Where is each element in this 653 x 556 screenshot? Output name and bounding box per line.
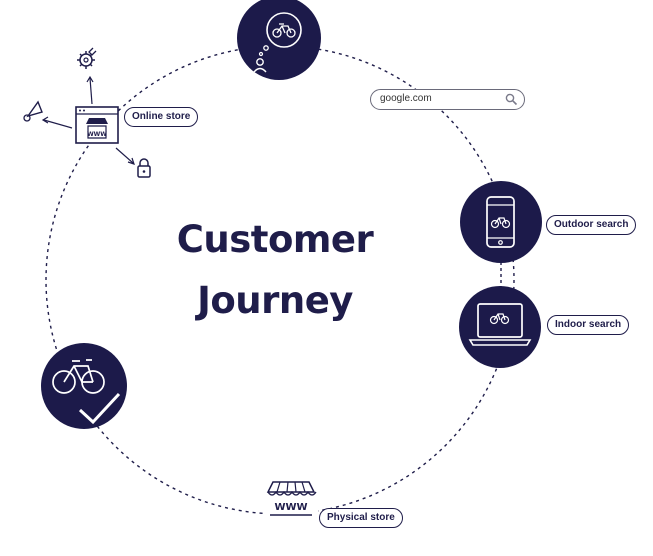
mobile-bike-icon [460, 181, 542, 263]
storefront-sign: WWW [274, 502, 307, 513]
search-query-text: google.com [380, 93, 432, 104]
bike-thought-icon [237, 0, 321, 80]
laptop-bike-icon [459, 286, 541, 368]
arrow-to-megaphone [41, 116, 73, 129]
search-input[interactable]: google.com [370, 89, 525, 110]
label-online-store: Online store [124, 107, 199, 127]
online-store-window-icon: WWW [75, 106, 119, 144]
arrow-to-gear [86, 75, 94, 105]
journey-ring [45, 45, 515, 515]
label-physical-store: Physical store [319, 508, 403, 528]
arrow-to-lock [115, 147, 135, 165]
bike-check-icon [41, 343, 127, 429]
physical-store-icon: WWW [263, 476, 318, 520]
title-line-customer: Customer [176, 218, 374, 261]
title-line-journey: Journey [197, 279, 353, 322]
megaphone-icon [23, 100, 43, 122]
search-icon [505, 93, 518, 106]
label-outdoor-search: Outdoor search [546, 215, 637, 235]
online-store-sign: WWW [87, 131, 107, 138]
label-indoor-search: Indoor search [547, 315, 630, 335]
lock-icon [137, 158, 151, 178]
gear-icon [77, 47, 97, 69]
